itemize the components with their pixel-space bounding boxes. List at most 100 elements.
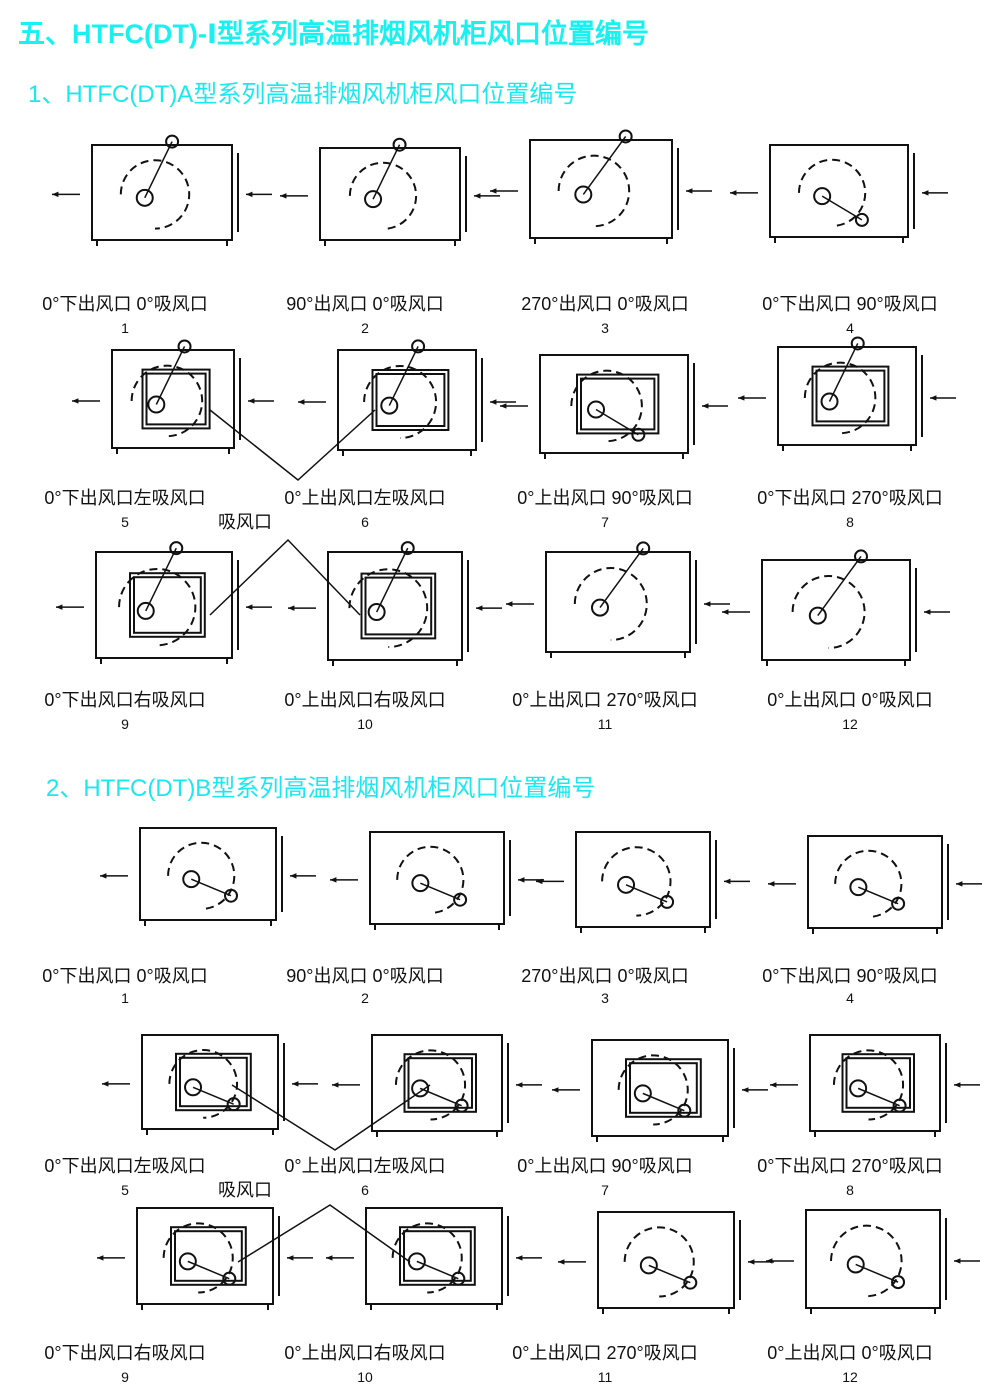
motor-pulley <box>854 212 869 227</box>
motor-pulley <box>177 339 192 354</box>
shared-inlet-label-a: 吸风口 <box>218 512 272 532</box>
motor-pulley <box>636 541 651 556</box>
outlet-arrow-head <box>536 878 543 885</box>
connector-line-b <box>237 1204 411 1263</box>
volute-dashed-outline <box>832 1049 905 1121</box>
volute-dashed-outline <box>797 158 867 227</box>
motor-pulley <box>677 1103 692 1118</box>
cabinet-box <box>327 551 463 661</box>
shared-inlet-label-b: 吸风口 <box>218 1180 272 1200</box>
position-label: 0°上出风口右吸风口 <box>284 1343 446 1363</box>
impeller-hub <box>136 601 155 620</box>
position-number: 12 <box>842 1369 858 1385</box>
position-label: 0°上出风口右吸风口 <box>284 690 446 710</box>
inlet-window <box>360 572 437 640</box>
impeller-hub <box>182 870 201 889</box>
impeller-hub <box>808 606 827 625</box>
cabinet-box <box>369 831 505 925</box>
page-title: 五、HTFC(DT)-Ⅰ型系列高温排烟风机柜风口位置编号 <box>18 19 649 49</box>
inlet-window <box>841 1053 915 1113</box>
position-number: 5 <box>121 514 129 530</box>
position-number: 3 <box>601 990 609 1006</box>
cabinet-box <box>136 1207 274 1305</box>
motor-pulley <box>631 427 646 442</box>
belt-line <box>145 547 177 612</box>
outlet-arrow-head <box>500 403 507 409</box>
inlet-arrow-head <box>748 1259 755 1265</box>
cabinet-box <box>111 349 235 449</box>
volute-dashed-outline <box>573 567 648 641</box>
impeller-hub <box>587 400 606 419</box>
inlet-arrow-head <box>930 395 937 401</box>
outlet-arrow-head <box>730 190 737 196</box>
volute-dashed-outline <box>396 845 465 914</box>
inlet-arrow-head <box>516 1255 523 1261</box>
belt-line <box>817 555 862 617</box>
connector-line-b <box>231 1084 431 1151</box>
cabinet-box <box>545 551 691 653</box>
inlet-arrow-head <box>248 398 255 404</box>
volute-dashed-outline <box>803 361 877 435</box>
position-label: 0°上出风口 270°吸风口 <box>512 690 698 710</box>
position-label: 0°上出风口左吸风口 <box>284 1156 446 1176</box>
outlet-arrow-head <box>56 604 63 610</box>
inlet-window <box>576 373 660 435</box>
impeller-hub <box>617 875 636 894</box>
motor-pulley <box>226 1097 241 1112</box>
outlet-arrow-head <box>738 395 745 401</box>
belt-line <box>388 346 419 406</box>
impeller-hub <box>411 1079 430 1098</box>
cabinet-box <box>597 1211 735 1309</box>
motor-pulley <box>891 1275 906 1290</box>
position-number: 1 <box>121 990 129 1006</box>
inlet-arrow-head <box>490 399 497 405</box>
outlet-arrow-head <box>330 877 337 883</box>
inlet-arrow-head <box>704 601 711 607</box>
position-number: 11 <box>597 1369 613 1385</box>
cabinet-box <box>141 1034 279 1130</box>
belt-line <box>375 547 409 613</box>
inlet-window-inner <box>364 576 433 636</box>
connector-line-a <box>209 538 361 616</box>
inlet-arrow-head <box>518 877 525 883</box>
motor-pulley <box>411 339 426 354</box>
impeller-hub <box>813 187 832 206</box>
inlet-window-inner <box>403 1230 472 1282</box>
motor-pulley <box>392 137 407 152</box>
inlet-arrow-head <box>290 873 297 879</box>
outlet-arrow-head <box>506 601 513 607</box>
belt-line <box>372 144 401 200</box>
position-label: 0°上出风口左吸风口 <box>284 488 446 508</box>
volute-dashed-outline <box>791 575 866 649</box>
inlet-window-inner <box>375 373 446 427</box>
position-label: 0°下出风口 90°吸风口 <box>762 966 938 986</box>
belt-line <box>144 141 173 199</box>
inlet-arrow-head <box>924 609 931 615</box>
cabinet-box <box>319 147 461 241</box>
impeller-hub <box>846 1255 865 1274</box>
inlet-arrow-head <box>287 1255 294 1261</box>
position-number: 3 <box>601 320 609 336</box>
inlet-arrow-head <box>474 193 481 199</box>
position-number: 8 <box>846 1182 854 1198</box>
outlet-arrow-head <box>72 398 79 404</box>
inlet-window <box>175 1052 252 1112</box>
outlet-arrow-head <box>552 1087 559 1093</box>
volute-dashed-outline <box>394 1049 467 1121</box>
inlet-window-inner <box>174 1230 243 1282</box>
position-label: 0°上出风口 90°吸风口 <box>517 1156 693 1176</box>
position-label: 0°下出风口 0°吸风口 <box>42 966 208 986</box>
outlet-arrow-head <box>490 188 497 194</box>
volute-dashed-outline <box>601 846 672 917</box>
cabinet-box <box>139 827 277 921</box>
inlet-window <box>625 1058 702 1118</box>
volute-dashed-outline <box>363 365 438 439</box>
cabinet-box <box>95 551 233 659</box>
outlet-arrow-head <box>288 605 295 611</box>
position-number: 2 <box>361 990 369 1006</box>
impeller-hub <box>633 1084 652 1103</box>
cabinet-box <box>365 1207 503 1305</box>
volute-dashed-outline <box>570 369 643 443</box>
impeller-hub <box>849 1079 868 1098</box>
